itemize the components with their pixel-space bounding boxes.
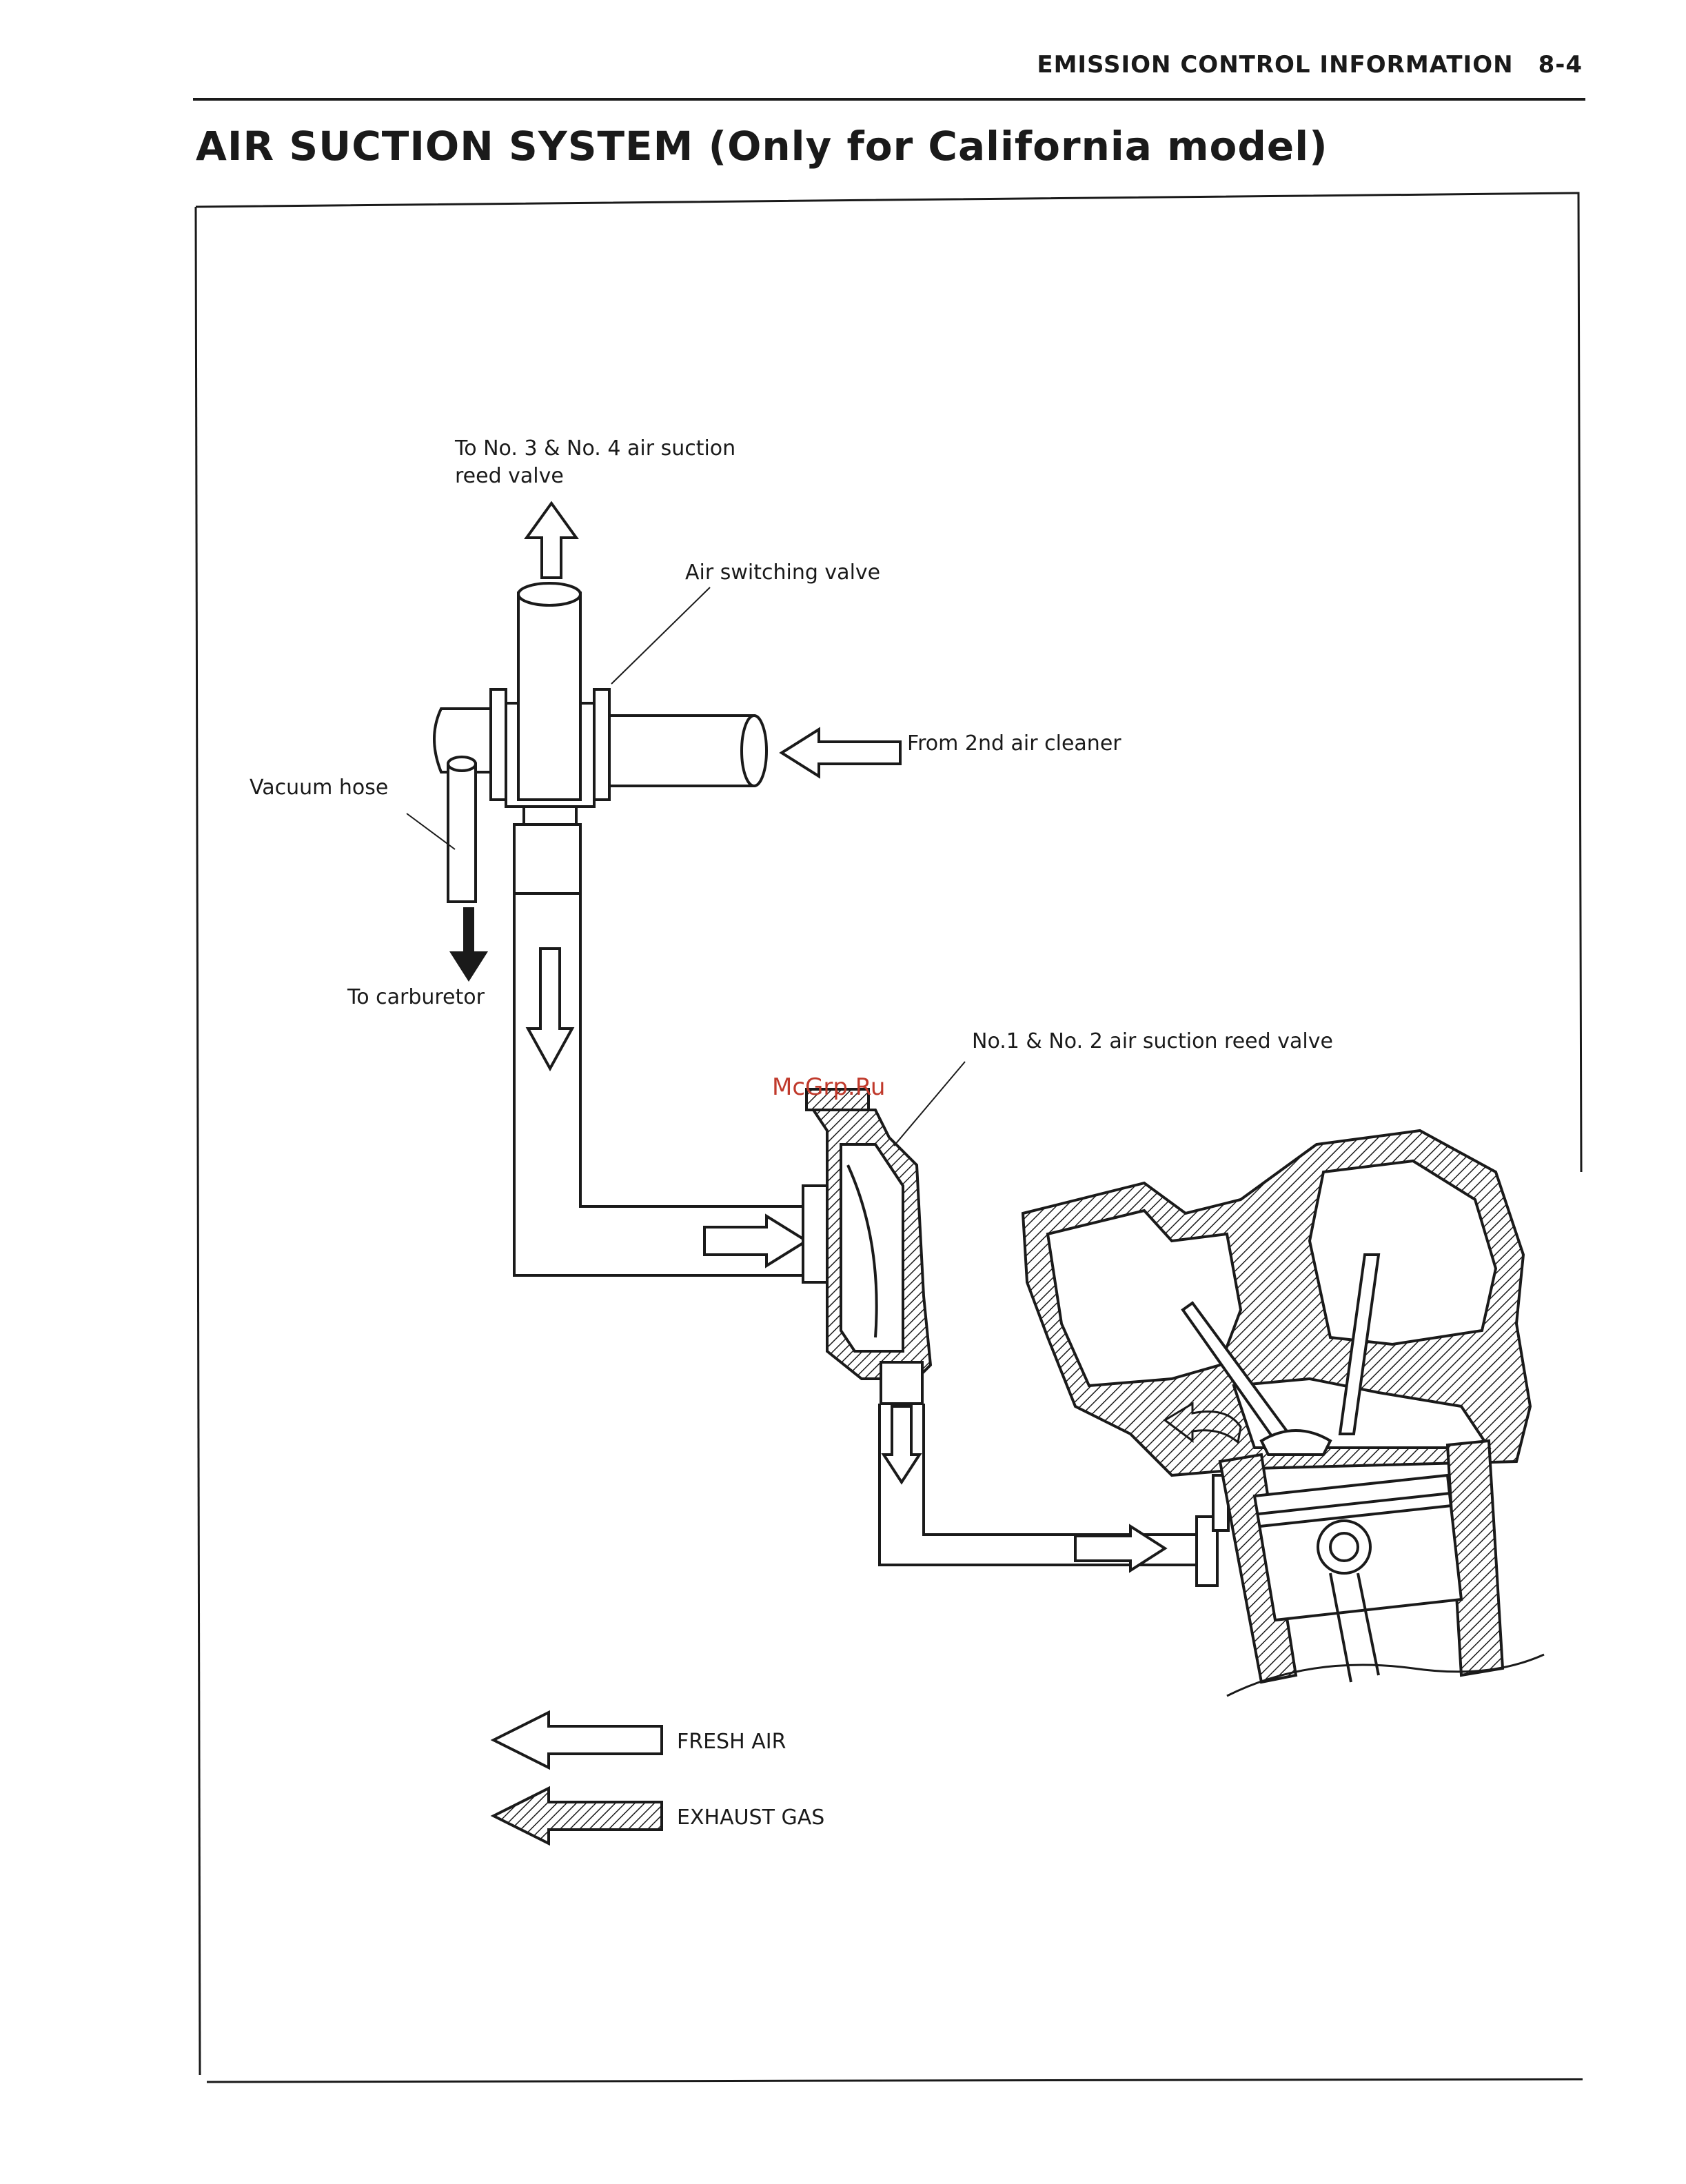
label-to-carburetor: To carburetor	[347, 985, 485, 1009]
label-to-reed-34-line1: To No. 3 & No. 4 air suction	[454, 436, 735, 461]
arrow-down-in-pipe	[528, 949, 572, 1069]
legend: FRESH AIR EXHAUST GAS	[494, 1712, 824, 1843]
leader-reed-valve	[894, 1062, 965, 1146]
arrow-right-into-reed	[704, 1216, 806, 1266]
label-to-reed-34-line2: reed valve	[455, 464, 564, 488]
port-fitting	[1197, 1475, 1228, 1586]
legend-exhaust-gas-label: EXHAUST GAS	[677, 1806, 824, 1830]
air-switching-valve	[434, 583, 766, 902]
watermark: McGrp.Ru	[772, 1073, 885, 1101]
legend-fresh-air-label: FRESH AIR	[677, 1730, 786, 1754]
reed-valve	[803, 1089, 931, 1404]
arrow-down-out-reed	[884, 1406, 920, 1482]
label-vacuum-hose: Vacuum hose	[250, 776, 388, 800]
arrow-from-air-cleaner	[782, 729, 900, 776]
label-air-switching-valve: Air switching valve	[685, 560, 880, 585]
legend-fresh-air-arrow	[494, 1712, 662, 1768]
arrow-up-fresh-air	[527, 503, 576, 578]
label-from-air-cleaner: From 2nd air cleaner	[907, 731, 1121, 756]
leader-air-switching-valve	[611, 587, 710, 684]
arrow-to-carburetor	[449, 907, 488, 982]
label-reed-valve-12: No.1 & No. 2 air suction reed valve	[972, 1029, 1333, 1053]
legend-exhaust-gas-arrow	[494, 1788, 662, 1843]
